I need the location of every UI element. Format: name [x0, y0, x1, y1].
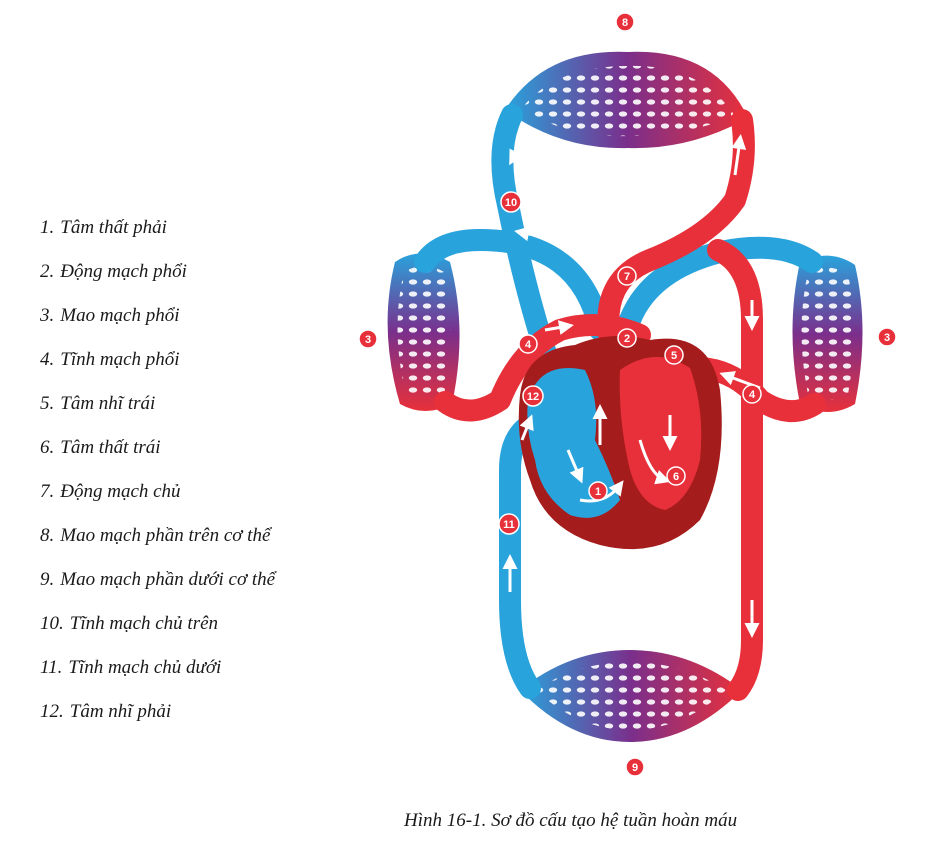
badge-5: 5 [664, 345, 684, 365]
figure-caption: Hình 16-1. Sơ đồ cấu tạo hệ tuần hoàn má… [404, 810, 738, 831]
legend-item-10: 10.Tĩnh mạch chủ trên [40, 613, 219, 634]
svg-text:1: 1 [595, 486, 601, 498]
svg-text:9: 9 [632, 762, 638, 774]
svg-text:5: 5 [671, 350, 677, 362]
heart [518, 336, 722, 550]
svg-text:4: 4 [749, 389, 756, 401]
svg-text:6: 6 [673, 471, 679, 483]
svg-text:3: 3 [365, 334, 371, 346]
badge-11: 11 [498, 513, 520, 535]
flow-arrow [544, 320, 574, 335]
svg-text:4: 4 [525, 339, 532, 351]
legend-item-11: 11.Tĩnh mạch chủ dưới [40, 657, 222, 678]
legend-item-1: 1.Tâm thất phải [40, 217, 167, 238]
flow-arrows [502, 129, 761, 638]
flow-arrow [566, 449, 584, 484]
flow-arrow [514, 226, 561, 242]
badge-1: 1 [588, 481, 608, 501]
legend-item-6: 6.Tâm thất trái [40, 437, 161, 458]
svg-text:3: 3 [884, 332, 890, 344]
legend-item-2: 2.Động mạch phổi [40, 261, 187, 282]
badge-2: 2 [617, 328, 637, 348]
svg-text:2: 2 [624, 333, 630, 345]
badge-9: 9 [625, 757, 645, 777]
badge-7: 7 [617, 266, 637, 286]
right-heart-chambers [527, 368, 620, 518]
svg-text:10: 10 [505, 197, 517, 209]
legend-item-7: 7.Động mạch chủ [40, 481, 181, 502]
svg-text:11: 11 [503, 519, 515, 531]
lower-body-capillaries [520, 650, 742, 742]
legend-list: 1.Tâm thất phải 2.Động mạch phổi 3.Mao m… [40, 212, 275, 740]
left-lung-capillaries [387, 253, 460, 411]
legend-item-3: 3.Mao mạch phổi [40, 305, 180, 326]
right-lung-capillaries [792, 255, 863, 412]
badge-3-left: 3 [358, 329, 378, 349]
badge-4-left: 4 [518, 334, 538, 354]
legend-item-5: 5.Tâm nhĩ trái [40, 393, 156, 414]
legend-item-4: 4.Tĩnh mạch phổi [40, 349, 180, 370]
svg-text:12: 12 [527, 391, 539, 403]
flow-arrow [731, 134, 747, 176]
svg-text:7: 7 [624, 271, 630, 283]
legend-item-9: 9.Mao mạch phần dưới cơ thể [40, 569, 276, 590]
badge-10: 10 [500, 191, 522, 213]
upper-body-capillaries [505, 51, 748, 149]
legend-item-8: 8.Mao mạch phần trên cơ thể [40, 525, 271, 546]
flow-arrow [509, 129, 530, 166]
badge-12: 12 [522, 385, 544, 407]
badge-8: 8 [615, 12, 635, 32]
flow-arrow [669, 287, 706, 302]
flow-arrow [638, 439, 671, 485]
legend-item-12: 12.Tâm nhĩ phải [40, 701, 172, 722]
badge-4-right: 4 [742, 384, 762, 404]
flow-arrow [519, 414, 534, 441]
badge-3-right: 3 [877, 327, 897, 347]
svg-text:8: 8 [622, 17, 628, 29]
badge-6: 6 [666, 466, 686, 486]
